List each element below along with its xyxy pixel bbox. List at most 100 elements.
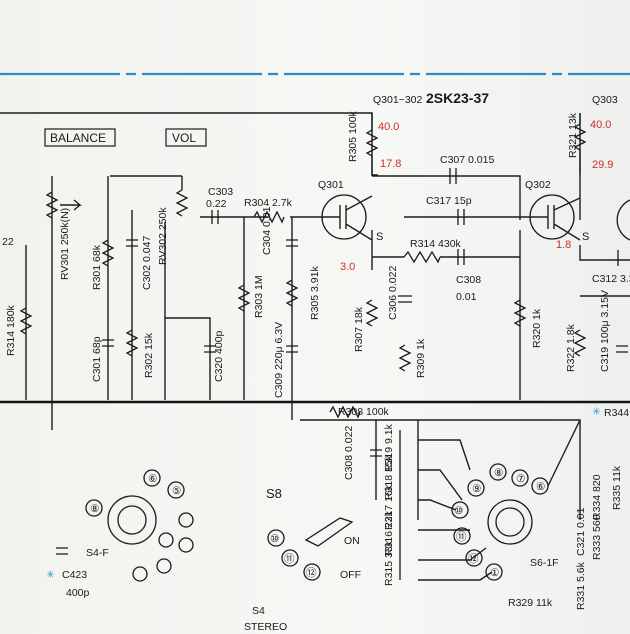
c309-label: C309 220μ 6.3V: [273, 322, 285, 398]
s8-terminals: ⑩ ⑪ ⑫: [267, 529, 321, 581]
svg-text:⑨: ⑨: [472, 483, 482, 495]
r302-label: R302 15k: [143, 332, 155, 378]
r308-label: R308 100k: [338, 406, 390, 418]
balance-label: BALANCE: [50, 131, 106, 145]
r309-resistor: [398, 344, 412, 372]
r309-label: R309 1k: [415, 338, 427, 378]
c423-mark: ✳: [46, 569, 55, 581]
svg-text:⑧: ⑧: [494, 467, 504, 479]
r322-resistor: [573, 329, 587, 357]
c308b-label: C308 0.022: [343, 426, 355, 480]
r317-label: R317 16k: [383, 484, 395, 530]
c304-capacitor: [286, 239, 298, 247]
r344-label: R344: [604, 407, 629, 419]
q301-s-text: S: [376, 231, 383, 243]
r335-label: R335 11k: [611, 465, 623, 510]
r307-resistor: [365, 299, 379, 327]
r331-label: R331 5.6k: [575, 561, 587, 610]
r316-label: R316 22k: [383, 510, 395, 556]
rv301-label: RV301 250k(N): [59, 208, 71, 280]
vol-box: [165, 128, 207, 147]
r334-label: R334 820: [591, 474, 603, 520]
transistor-type: 2SK23-37: [426, 90, 489, 106]
c320-capacitor: [204, 345, 216, 353]
off-label: OFF: [340, 569, 361, 581]
r319-label: R319 9.1k: [383, 423, 395, 472]
svg-text:⑫: ⑫: [306, 567, 317, 579]
r333-label: R333 560: [591, 514, 603, 560]
c307-capacitor: [449, 168, 457, 184]
svg-text:⑥: ⑥: [148, 473, 158, 485]
svg-text:⑩: ⑩: [270, 533, 280, 545]
voltage-3-0: 3.0: [340, 261, 355, 273]
r305b-label: R305 3.91k: [309, 266, 321, 320]
r320-label: R320 1k: [531, 308, 543, 348]
s6-switch: [487, 499, 533, 545]
svg-text:①: ①: [490, 567, 500, 579]
c319-capacitor: [616, 345, 628, 353]
c317-capacitor: [457, 209, 465, 225]
s8-label: S8: [266, 486, 282, 501]
voltage-40a: 40.0: [378, 121, 399, 133]
c306-label: C306 0.022: [387, 266, 399, 320]
r314-label: R314 430k: [410, 238, 462, 250]
s8-switch: [304, 517, 354, 547]
c303-label: C303: [208, 186, 233, 198]
svg-text:⑪: ⑪: [284, 553, 295, 565]
c306-capacitor: [398, 295, 412, 303]
vol-label: VOL: [172, 131, 196, 145]
r303-label: R303 1M: [253, 275, 265, 318]
c423-value: 400p: [66, 587, 90, 599]
c423-capacitor: [56, 547, 68, 555]
s6-terminals: ⑨ ⑦ ⑧ ⑩ ⑪ ⑫ ① ⑥: [451, 463, 549, 581]
s4-label: S4: [252, 605, 265, 617]
c303-capacitor: [211, 210, 219, 224]
svg-text:⑧: ⑧: [90, 503, 100, 515]
r320-resistor: [513, 299, 527, 327]
r329-label: R329 11k: [508, 597, 553, 609]
stereo-label: STEREO: [244, 621, 287, 633]
r314b-label: R314 180k: [5, 304, 17, 356]
r308-resistor: [329, 405, 361, 419]
rv302-pot: [175, 189, 189, 217]
svg-text:⑥: ⑥: [536, 481, 546, 493]
r322-label: R322 1.8k: [565, 323, 577, 372]
top-rail: [0, 112, 378, 176]
balance-box: [44, 128, 116, 147]
s4-terminals: ⑧ ⑥ ⑤: [85, 469, 194, 582]
c312-label: C312 3.3: [592, 273, 630, 285]
r307-label: R307 18k: [353, 306, 365, 352]
q303-label: Q303: [592, 94, 618, 106]
r301-resistor: [101, 239, 115, 267]
r314-resistor: [403, 250, 441, 264]
svg-text:⑦: ⑦: [516, 473, 526, 485]
r304-resistor: [253, 210, 285, 224]
svg-text:⑤: ⑤: [172, 485, 182, 497]
c309-capacitor: [286, 345, 298, 353]
r321-label: R321 13k: [567, 112, 579, 158]
c308-capacitor: [457, 249, 465, 265]
svg-text:⑫: ⑫: [468, 553, 479, 565]
c301-capacitor: [102, 339, 114, 347]
c301-label: C301 68p: [91, 336, 103, 382]
voltage-1-8: 1.8: [556, 239, 571, 251]
s4-switch: [107, 495, 157, 545]
c423-label: C423: [62, 569, 87, 581]
r305b-resistor: [285, 279, 299, 307]
c304-label: C304 0.01: [261, 206, 273, 255]
r344-mark: ✳: [592, 406, 601, 418]
r314b-resistor: [19, 307, 33, 335]
s4f-label: S4-F: [86, 547, 109, 559]
r303-resistor: [237, 284, 251, 312]
q301-transistor: [321, 194, 367, 240]
r305-label: R305 100k: [347, 110, 359, 162]
c317-label: C317 15p: [426, 195, 472, 207]
left-partial-22: 22: [2, 236, 14, 248]
c320-label: C320 400p: [213, 330, 225, 382]
c303-value: 0.22: [206, 198, 227, 210]
rv301-pot: [45, 191, 59, 219]
r318-label: R318 15k: [383, 454, 395, 500]
r315-label: R315 33k: [383, 540, 395, 586]
c319-label: C319 100μ 3.15V: [599, 290, 611, 372]
r301-label: R301 68k: [91, 244, 103, 290]
